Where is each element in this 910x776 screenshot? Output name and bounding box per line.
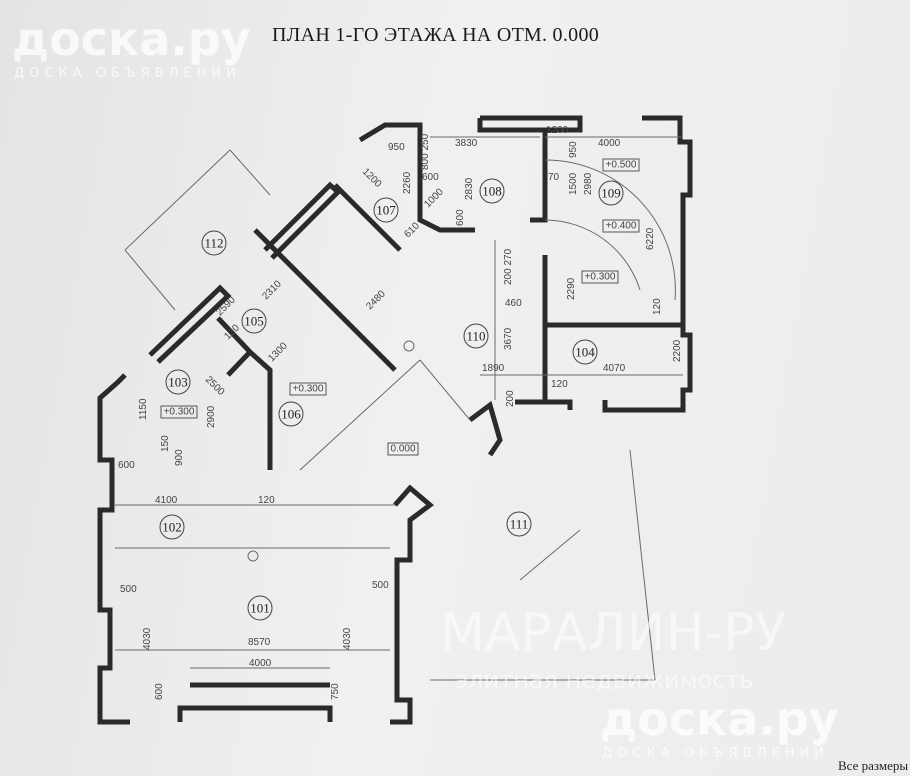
svg-text:104: 104 (575, 345, 595, 360)
svg-text:600: 600 (455, 209, 466, 226)
level-mark: +0.300 (160, 405, 198, 419)
svg-text:150: 150 (160, 435, 171, 452)
svg-text:2310: 2310 (260, 278, 284, 302)
svg-text:+0.300: +0.300 (585, 272, 616, 283)
svg-text:110: 110 (466, 329, 485, 344)
level-mark: +0.500 (602, 158, 640, 172)
dimension-lines (115, 136, 683, 681)
svg-text:950: 950 (388, 142, 405, 153)
svg-text:2260: 2260 (402, 171, 413, 194)
svg-text:800 250: 800 250 (420, 133, 431, 170)
room-102: 102 (159, 514, 185, 540)
svg-text:0.000: 0.000 (390, 444, 415, 455)
svg-text:109: 109 (601, 186, 621, 201)
svg-text:200 270: 200 270 (503, 248, 514, 285)
svg-text:1500: 1500 (568, 172, 579, 195)
room-106: 106 (278, 401, 304, 427)
room-110: 110 (463, 323, 489, 349)
svg-text:610: 610 (402, 220, 422, 240)
watermark-center-sub: элитная недвижимость (455, 666, 754, 694)
svg-text:2480: 2480 (364, 288, 388, 312)
svg-text:105: 105 (244, 314, 264, 329)
svg-text:120: 120 (258, 495, 275, 506)
svg-text:1200: 1200 (360, 166, 384, 190)
svg-text:107: 107 (376, 203, 396, 218)
svg-text:4030: 4030 (342, 627, 353, 650)
room-108: 108 (479, 178, 505, 204)
svg-text:1000: 1000 (422, 186, 446, 210)
svg-text:+0.300: +0.300 (164, 407, 195, 418)
level-mark: +0.300 (581, 270, 619, 284)
room-107: 107 (373, 197, 399, 223)
svg-text:120: 120 (652, 298, 663, 315)
svg-text:102: 102 (162, 520, 182, 535)
svg-text:950: 950 (568, 141, 579, 158)
svg-text:900: 900 (174, 449, 185, 466)
watermark-center: МАРАЛИН-РУ (440, 603, 786, 663)
svg-text:2200: 2200 (672, 339, 683, 362)
svg-text:+0.400: +0.400 (606, 221, 637, 232)
plan-title: ПЛАН 1-ГО ЭТАЖА НА ОТМ. 0.000 (272, 24, 600, 46)
svg-text:1300: 1300 (266, 340, 290, 364)
svg-text:70: 70 (548, 172, 560, 183)
svg-text:112: 112 (204, 236, 223, 251)
svg-text:108: 108 (482, 184, 502, 199)
room-105: 105 (241, 308, 267, 334)
svg-text:4100: 4100 (155, 495, 178, 506)
svg-text:120: 120 (551, 379, 568, 390)
svg-text:1150: 1150 (138, 398, 149, 420)
svg-text:101: 101 (250, 601, 270, 616)
level-mark: +0.300 (289, 382, 327, 396)
room-111: 111 (506, 511, 532, 537)
room-101: 101 (247, 595, 273, 621)
room-109: 109 (598, 180, 624, 206)
watermark-logo-sub-bottom: ДОСКА ОБЪЯВЛЕНИЙ (602, 746, 829, 761)
svg-text:600: 600 (118, 460, 135, 471)
room-104: 104 (572, 339, 598, 365)
svg-text:4070: 4070 (603, 363, 626, 374)
svg-text:4000: 4000 (598, 138, 621, 149)
level-mark: 0.000 (387, 442, 419, 456)
svg-text:8570: 8570 (248, 637, 271, 648)
svg-text:460: 460 (505, 298, 522, 309)
svg-text:4030: 4030 (142, 627, 153, 650)
svg-text:2830: 2830 (464, 177, 475, 200)
watermark-logo-sub: ДОСКА ОБЪЯВЛЕНИЙ (14, 66, 241, 81)
level-mark: +0.400 (602, 219, 640, 233)
watermark-logo: доска.ру (12, 12, 251, 66)
svg-text:106: 106 (281, 407, 301, 422)
svg-text:500: 500 (120, 584, 137, 595)
svg-text:4000: 4000 (249, 658, 272, 669)
svg-text:2980: 2980 (583, 172, 594, 195)
svg-text:103: 103 (168, 375, 188, 390)
svg-text:2290: 2290 (566, 277, 577, 300)
svg-text:2500: 2500 (203, 374, 227, 398)
svg-text:750: 750 (330, 683, 341, 700)
svg-text:3670: 3670 (503, 327, 514, 350)
room-103: 103 (165, 369, 191, 395)
svg-text:1200: 1200 (546, 125, 569, 136)
svg-text:600: 600 (154, 683, 165, 700)
room-112: 112 (201, 230, 227, 256)
watermark-logo-bottom: доска.ру (600, 692, 839, 746)
svg-text:200: 200 (505, 390, 516, 407)
footer-note: Все размеры (838, 758, 909, 773)
svg-text:111: 111 (510, 517, 529, 532)
svg-text:+0.300: +0.300 (293, 384, 324, 395)
svg-text:2590: 2590 (214, 294, 238, 318)
svg-text:+0.500: +0.500 (606, 160, 637, 171)
svg-text:1890: 1890 (482, 363, 505, 374)
svg-text:600: 600 (422, 172, 439, 183)
svg-text:3830: 3830 (455, 138, 478, 149)
svg-text:500: 500 (372, 580, 389, 591)
svg-text:6220: 6220 (645, 227, 656, 250)
svg-text:2900: 2900 (206, 405, 217, 428)
